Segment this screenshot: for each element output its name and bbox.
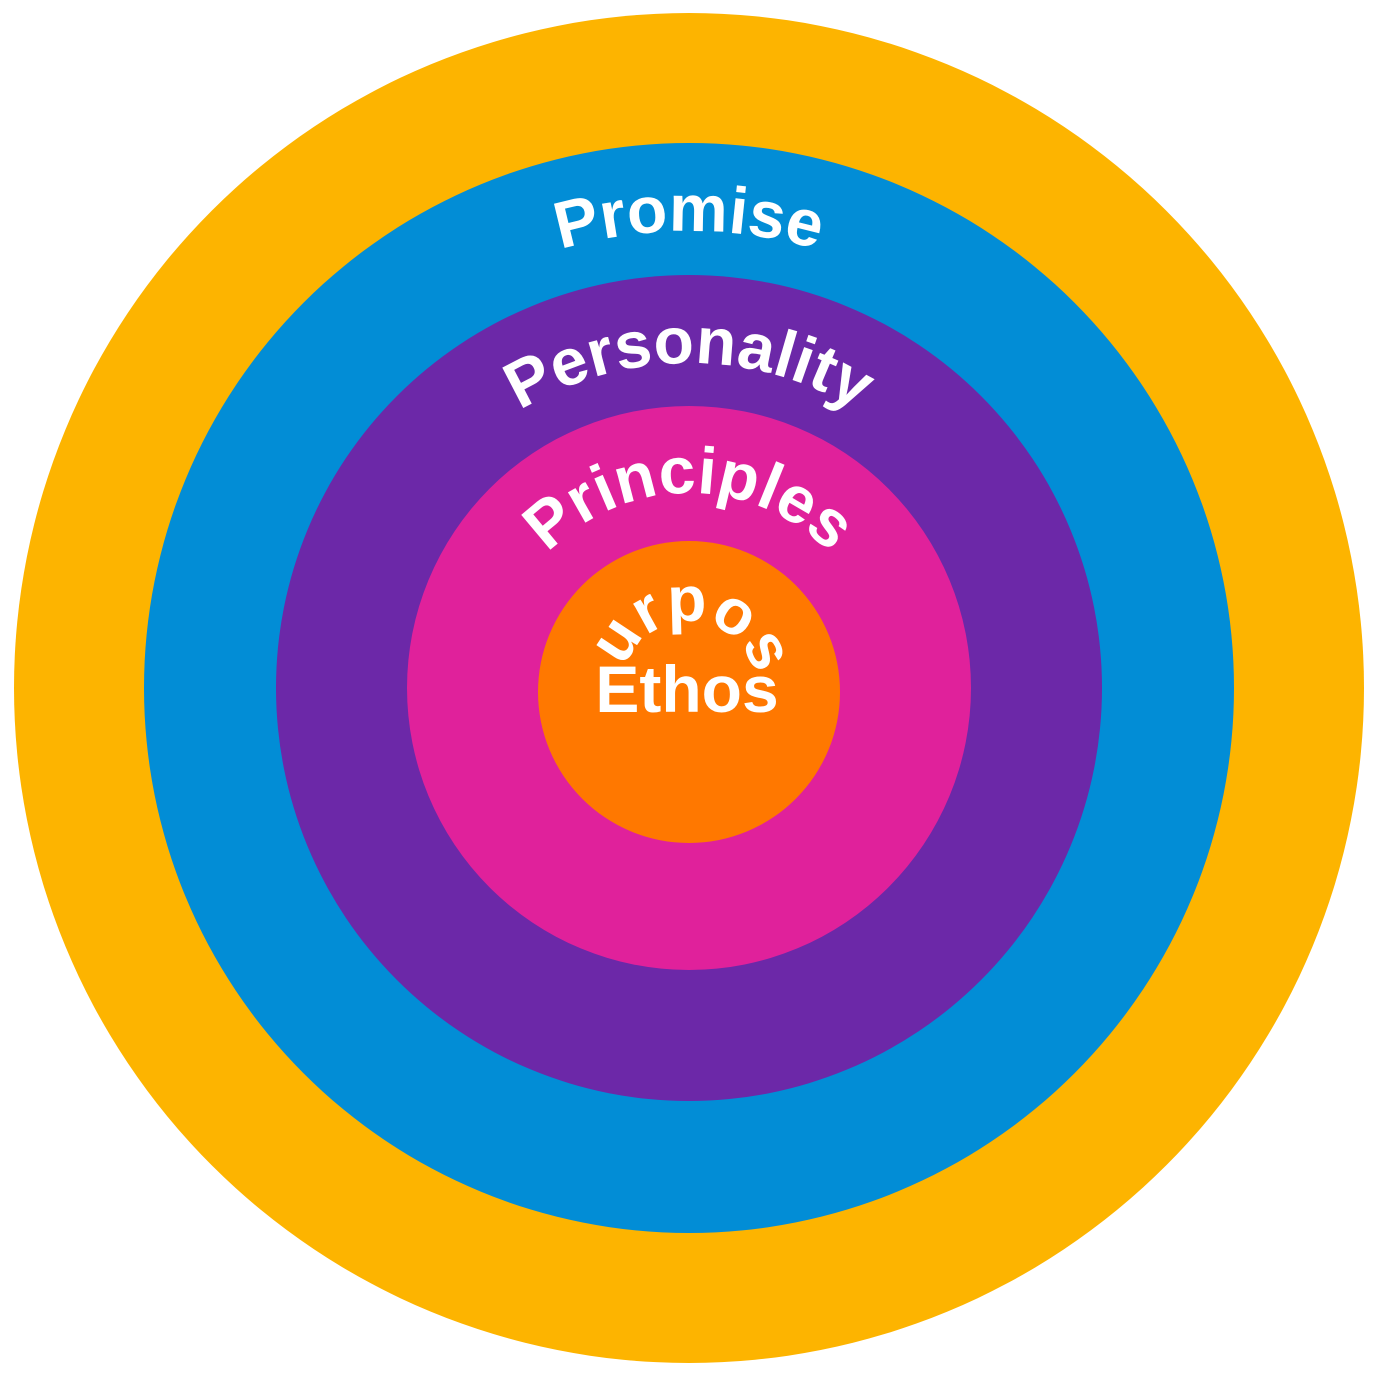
core-label: Ethos <box>595 652 778 726</box>
core-circle <box>538 541 840 843</box>
